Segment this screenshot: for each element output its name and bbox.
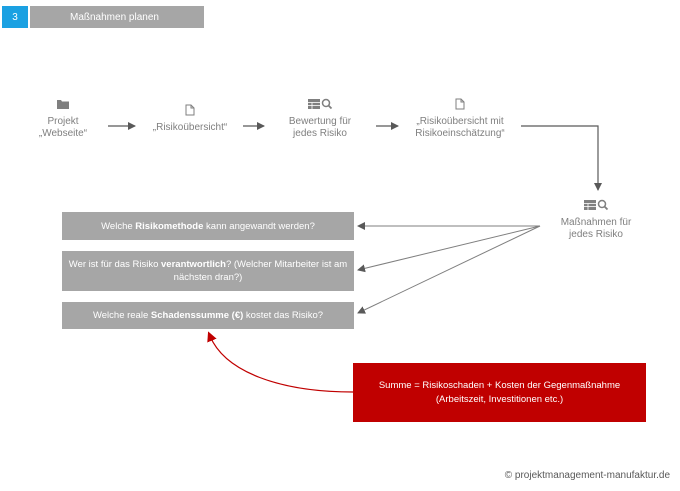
copyright-footer: © projektmanagement-manufaktur.de (504, 470, 670, 481)
arrow-to-question3 (357, 225, 541, 314)
formula-line1: Summe = Risikoschaden + Kosten der Gegen… (378, 379, 621, 391)
question-keyword: verantwortlich (161, 259, 226, 270)
step-label-line1: „Risikoübersicht mit (416, 116, 504, 127)
step-measures: Maßnahmen für jedes Risiko (548, 199, 644, 241)
document-icon (455, 98, 465, 110)
table-search-icon (584, 199, 609, 211)
step-assessment: Bewertung für jedes Risiko (272, 98, 368, 140)
step-label-line1: Maßnahmen für (560, 217, 632, 228)
step-label-line1: Projekt (47, 116, 79, 127)
arrow-step4-step5 (521, 125, 602, 191)
section-title: Maßnahmen planen (30, 6, 204, 28)
step-risk-overview: „Risikoübersicht“ (142, 104, 238, 134)
table-search-icon (308, 98, 333, 110)
question-responsible: Wer ist für das Risiko verantwortlich? (… (62, 251, 354, 291)
red-curved-arrow (207, 331, 354, 393)
step-label-line1: „Risikoübersicht“ (152, 122, 228, 133)
step-label-line2: jedes Risiko (569, 229, 623, 240)
step-project: Projekt „Webseite“ (28, 98, 98, 140)
step-risk-overview-assessment: „Risikoübersicht mit Risikoeinschätzung“ (404, 98, 516, 140)
step-label-line1: Bewertung für (288, 116, 352, 127)
step-label-line2: jedes Risiko (293, 128, 347, 139)
formula-box: Summe = Risikoschaden + Kosten der Gegen… (353, 363, 646, 422)
question-risk-method: Welche Risikomethode kann angewandt werd… (62, 212, 354, 240)
step-label-line2: Risikoeinschätzung“ (415, 128, 505, 139)
question-damage-sum: Welche reale Schadenssumme (€) kostet da… (62, 302, 354, 329)
step-number-badge: 3 (2, 6, 28, 28)
step-label-line2: „Webseite“ (38, 128, 88, 139)
question-keyword: Schadenssumme (€) (150, 310, 244, 321)
document-icon (185, 104, 195, 116)
formula-line2: (Arbeitszeit, Investitionen etc.) (435, 393, 564, 405)
arrow-to-question2 (357, 225, 541, 273)
question-keyword: Risikomethode (135, 220, 204, 232)
folder-icon (57, 100, 69, 109)
